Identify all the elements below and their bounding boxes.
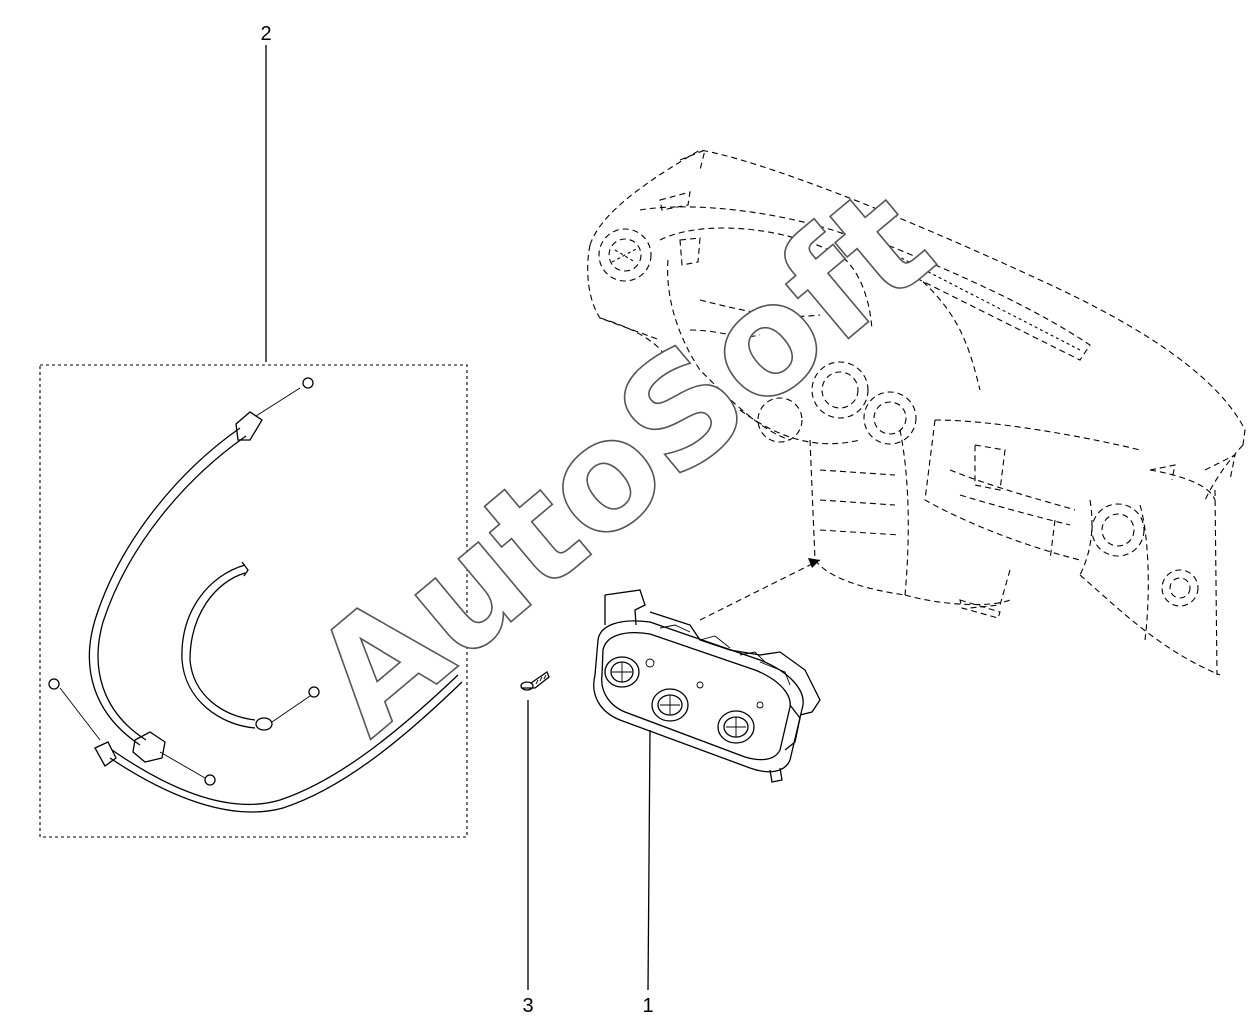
knob-left (604, 656, 640, 688)
cable-kit-box (39, 364, 468, 838)
callout-1: 1 (642, 995, 653, 1017)
knob-center (651, 688, 689, 722)
leader-line-1 (647, 729, 651, 991)
screw (520, 671, 550, 691)
control-cables (48, 377, 463, 813)
callout-2: 2 (260, 23, 271, 45)
assembly-arrowhead (808, 558, 820, 568)
dashboard-outline (587, 149, 1246, 676)
knob-right (717, 710, 755, 744)
assembly-arrow (699, 559, 821, 621)
callout-3: 3 (522, 995, 533, 1017)
heater-control-panel (593, 589, 821, 783)
watermark-text: AutoSoft (281, 155, 964, 768)
